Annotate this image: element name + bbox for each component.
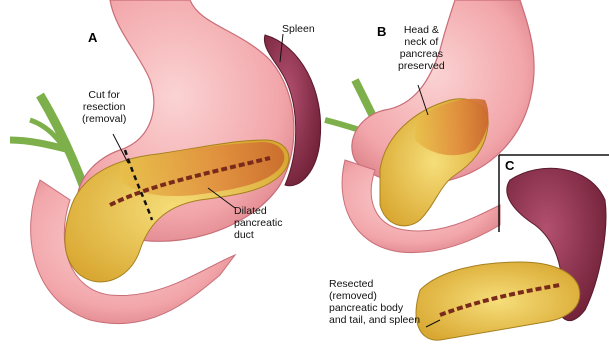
- label-resected: Resected (removed) pancreatic body and t…: [329, 278, 420, 326]
- label-spleen: Spleen: [282, 23, 315, 35]
- label-head-neck-preserved: Head & neck of pancreas preserved: [398, 24, 445, 72]
- panel-label-b: B: [377, 24, 386, 39]
- panel-label-c: C: [505, 158, 514, 173]
- panel-a-drawing: [10, 0, 321, 324]
- label-cut-for-resection: Cut for resection (removal): [82, 89, 126, 125]
- label-dilated-duct: Dilated pancreatic duct: [234, 205, 282, 241]
- resected-pancreas: [416, 262, 580, 340]
- panel-label-a: A: [88, 30, 97, 45]
